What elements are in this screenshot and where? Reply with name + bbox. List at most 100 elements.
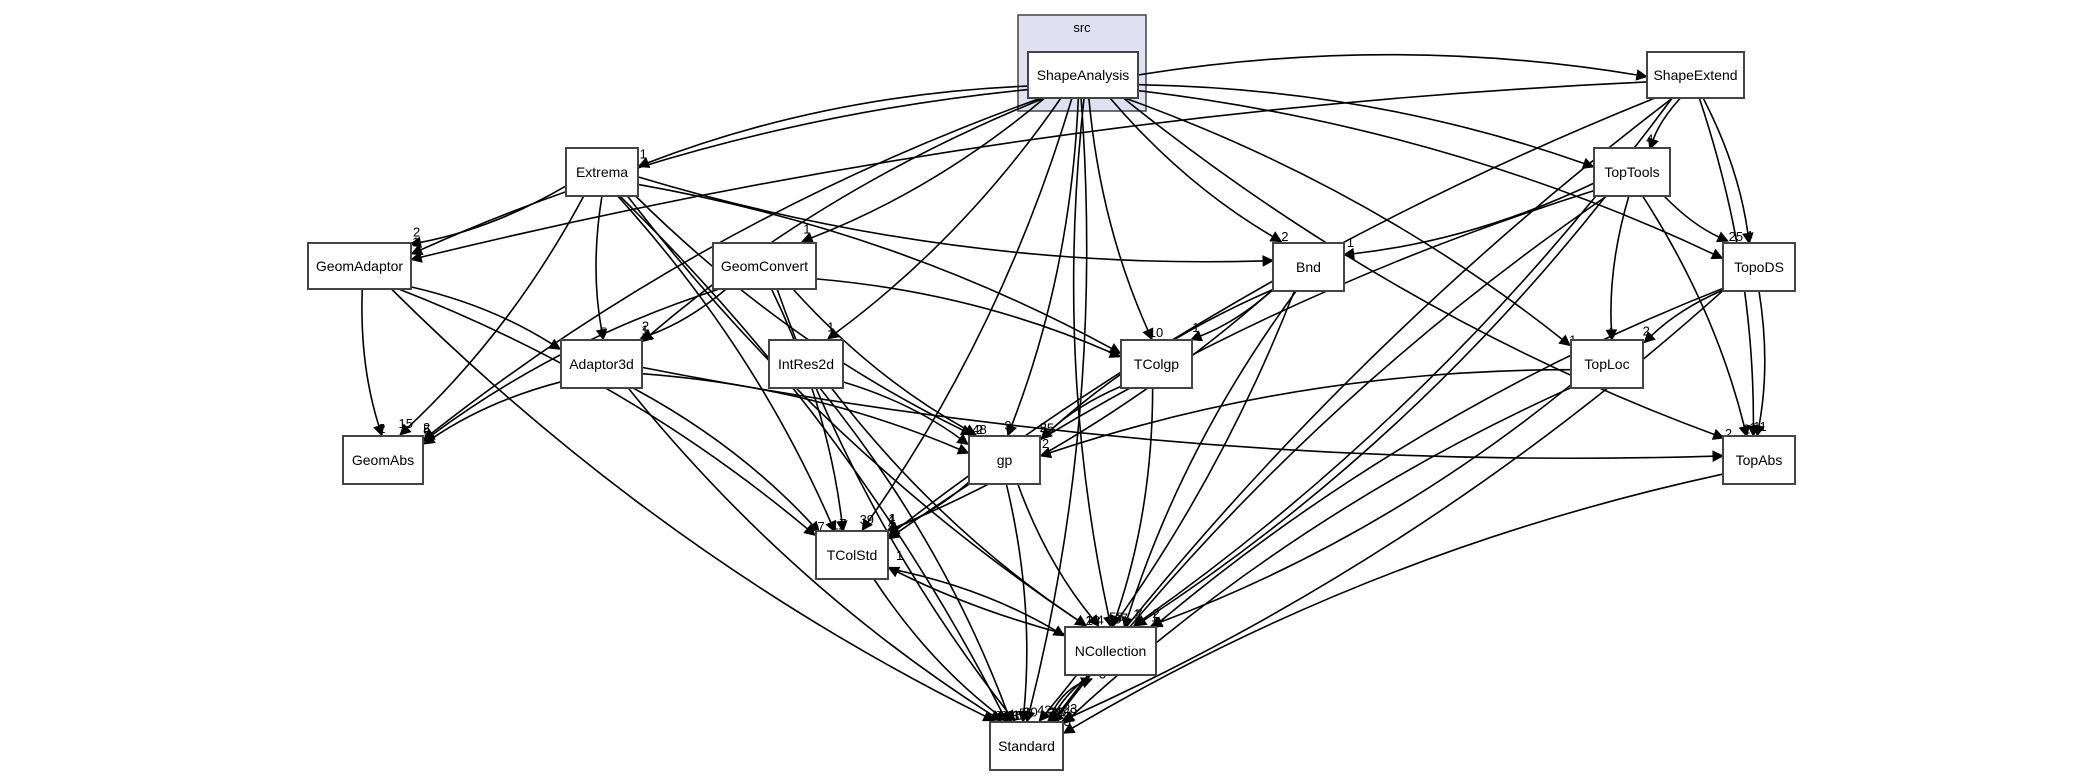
edge-toptools-to-topabs[interactable]: 2 [1641, 195, 1751, 438]
node-box[interactable] [1722, 435, 1796, 485]
node-box[interactable] [712, 242, 817, 290]
node-geomadaptor[interactable]: GeomAdaptor [307, 242, 412, 290]
edge-geomconvert-to-tcolstd[interactable]: 7 [770, 288, 848, 533]
edge-shapeanalysis-to-intres2d[interactable]: 1 [826, 97, 1062, 340]
edge-gp-to-tcolstd[interactable]: 1 [886, 481, 970, 533]
node-box[interactable] [1064, 626, 1157, 676]
node-label: IntRes2d [778, 356, 834, 372]
edge-shapeanalysis-to-tcolstd[interactable]: 39 [860, 97, 1073, 532]
edge-shapeanalysis-to-bnd[interactable]: 2 [1109, 97, 1289, 244]
edge-toploc-to-gp[interactable]: 2 [1039, 368, 1572, 459]
edge-geomconvert-to-adaptor3d[interactable]: 2 [639, 288, 727, 341]
node-intres2d[interactable]: IntRes2d [768, 339, 844, 389]
edge-extrema-to-geomabs[interactable]: 15 [399, 195, 585, 436]
node-box[interactable] [1272, 242, 1345, 292]
arrowhead-icon [861, 518, 873, 532]
edge-count-label: 43 [1005, 708, 1019, 723]
edge-bnd-to-ncollection[interactable]: 7 [1121, 290, 1297, 629]
node-shapeanalysis[interactable]: ShapeAnalysis [1027, 51, 1139, 99]
edge-topabs-to-standard[interactable]: 5 [1062, 473, 1724, 734]
node-geomconvert[interactable]: GeomConvert [712, 242, 817, 290]
edge-gp-to-standard[interactable]: 55 [1005, 483, 1033, 724]
edge-shapeextend-to-toptools[interactable]: 4 [1646, 97, 1682, 151]
edge-line [1115, 387, 1154, 618]
node-bnd[interactable]: Bnd [1272, 242, 1345, 292]
edge-line [637, 176, 1264, 263]
edge-toptools-to-tcolstd[interactable]: 3 [887, 189, 1595, 540]
edge-count-label: 7 [1121, 610, 1128, 625]
node-box[interactable] [307, 242, 412, 290]
edge-line [887, 567, 1057, 632]
edge-shapeanalysis-to-geomadaptor[interactable]: 1 [410, 88, 1029, 255]
node-box[interactable] [1120, 339, 1193, 389]
edge-shapeanalysis-to-geomconvert[interactable]: 1 [801, 97, 1046, 244]
edge-geomadaptor-to-adaptor3d[interactable]: 2 [410, 286, 567, 352]
edge-topods-to-topabs[interactable]: 11 [1753, 290, 1767, 437]
node-box[interactable] [1027, 51, 1139, 99]
node-box[interactable] [815, 530, 889, 580]
edge-line [1047, 385, 1122, 433]
edge-extrema-to-geomadaptor[interactable]: 2 [409, 185, 567, 249]
node-box[interactable] [968, 435, 1041, 485]
edge-shapeanalysis-to-shapeextend[interactable]: 5 [1137, 53, 1657, 81]
node-box[interactable] [989, 721, 1064, 771]
node-geomabs[interactable]: GeomAbs [342, 435, 424, 485]
edge-shapeanalysis-to-tcolgp[interactable]: 10 [1088, 97, 1163, 341]
node-standard[interactable]: Standard [989, 721, 1064, 771]
edge-count-label: 2 [413, 224, 420, 239]
edge-intres2d-to-standard[interactable]: 16 [819, 387, 1022, 724]
edge-toploc-to-ncollection[interactable]: 2 [1150, 384, 1572, 628]
node-ncollection[interactable]: NCollection [1064, 626, 1157, 676]
edge-count-label: 15 [399, 416, 413, 431]
edge-shapeextend-to-topods[interactable]: 4 [1702, 97, 1754, 245]
edge-shapeanalysis-to-topabs[interactable]: 2 [1122, 97, 1732, 441]
edge-count-label: 2 [1040, 420, 1047, 435]
edge-topods-to-toploc[interactable]: 2 [1643, 289, 1724, 344]
edge-toptools-to-toploc[interactable]: 1 [1605, 195, 1630, 342]
edge-shapeanalysis-to-toptools[interactable]: 14 [1137, 83, 1609, 170]
node-box[interactable] [342, 435, 424, 485]
edge-line [1143, 195, 1607, 621]
node-shapeextend[interactable]: ShapeExtend [1646, 51, 1745, 99]
edge-toptools-to-ncollection[interactable]: 7 [1134, 195, 1607, 627]
node-topabs[interactable]: TopAbs [1722, 435, 1796, 485]
edge-bnd-to-tcolgp[interactable]: 1 [1190, 289, 1274, 342]
edge-line [626, 195, 1079, 621]
node-toploc[interactable]: TopLoc [1570, 339, 1644, 389]
edge-shapeanalysis-to-adaptor3d[interactable]: 1 [641, 97, 1045, 343]
node-toptools[interactable]: TopTools [1593, 147, 1671, 197]
node-gp[interactable]: gp [968, 435, 1041, 485]
edge-line [815, 278, 1112, 354]
edge-tcolstd-to-ncollection[interactable]: 67 [887, 567, 1079, 638]
node-box[interactable] [768, 339, 844, 389]
edge-shapeanalysis-to-gp[interactable]: 3 [1004, 97, 1080, 437]
edge-toptools-to-bnd[interactable]: 1 [1342, 182, 1595, 260]
edge-line [1109, 97, 1274, 238]
edge-tcolstd-to-standard[interactable]: 43 [873, 578, 1019, 723]
edge-adaptor3d-to-geomabs[interactable]: 9 [422, 381, 562, 445]
edge-tcolgp-to-ncollection[interactable]: 58 [1109, 387, 1154, 628]
node-tcolstd[interactable]: TColStd [815, 530, 889, 580]
arrowhead-icon [639, 329, 653, 341]
edge-line [361, 288, 380, 427]
node-extrema[interactable]: Extrema [565, 147, 639, 197]
node-tcolgp[interactable]: TColgp [1120, 339, 1193, 389]
edge-line [1126, 290, 1297, 619]
edge-ncollection-to-tcolstd[interactable]: 1 [887, 548, 1066, 635]
node-box[interactable] [560, 339, 643, 389]
node-topods[interactable]: TopoDS [1722, 242, 1796, 292]
node-box[interactable] [1593, 147, 1671, 197]
edge-toptools-to-topods[interactable]: 25 [1663, 195, 1743, 244]
node-adaptor3d[interactable]: Adaptor3d [560, 339, 643, 389]
node-box[interactable] [565, 147, 639, 197]
node-box[interactable] [1722, 242, 1796, 292]
edge-geomadaptor-to-geomabs[interactable]: 2 [361, 288, 386, 437]
edge-shapeanalysis-to-ncollection[interactable]: 29 [1072, 97, 1122, 628]
edge-adaptor3d-to-tcolstd[interactable]: 7 [632, 387, 825, 534]
edge-tcolgp-to-gp[interactable]: 55 [1040, 385, 1122, 440]
edge-gp-to-ncollection[interactable]: 4 [1017, 483, 1104, 628]
edge-count-label: 1 [1608, 324, 1615, 339]
arrowhead-icon [1087, 614, 1100, 627]
node-box[interactable] [1646, 51, 1745, 99]
node-box[interactable] [1570, 339, 1644, 389]
